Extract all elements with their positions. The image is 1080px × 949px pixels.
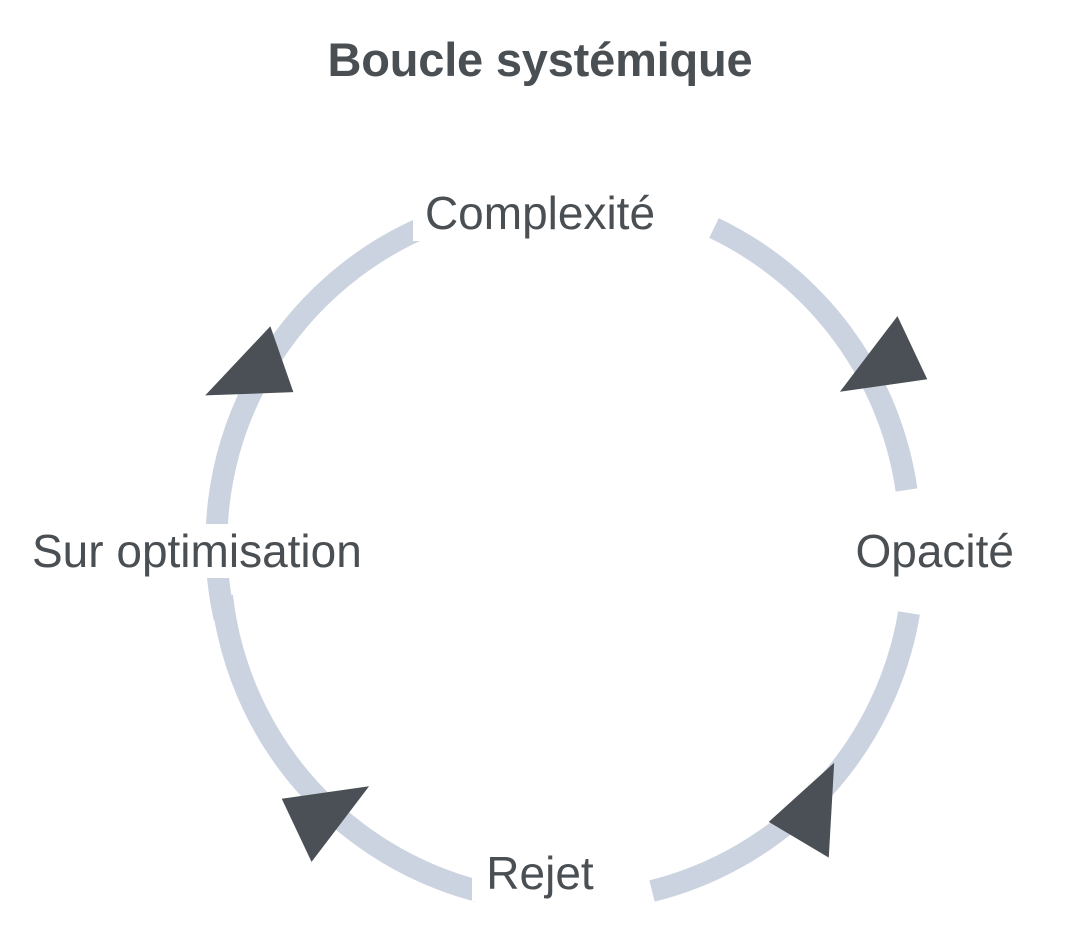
node-label-complexite-text: Complexité	[412, 185, 668, 241]
arc-complexite-opacite	[709, 218, 918, 492]
arrowhead-upper-left	[205, 326, 294, 396]
arrowhead-upper-right	[839, 316, 928, 392]
arc-rejet-suroptimisation	[211, 594, 481, 902]
node-label-sur-optimisation: Sur optimisation	[22, 524, 372, 578]
node-label-opacite: Opacité	[845, 524, 1024, 578]
arrowhead-lower-left	[281, 786, 370, 862]
arrowhead-lower-right	[768, 762, 835, 858]
node-label-complexite: Complexité	[0, 185, 1080, 241]
page-title: Boucle systémique	[327, 33, 753, 86]
node-label-rejet: Rejet	[0, 845, 1080, 901]
node-label-rejet-text: Rejet	[472, 845, 608, 901]
